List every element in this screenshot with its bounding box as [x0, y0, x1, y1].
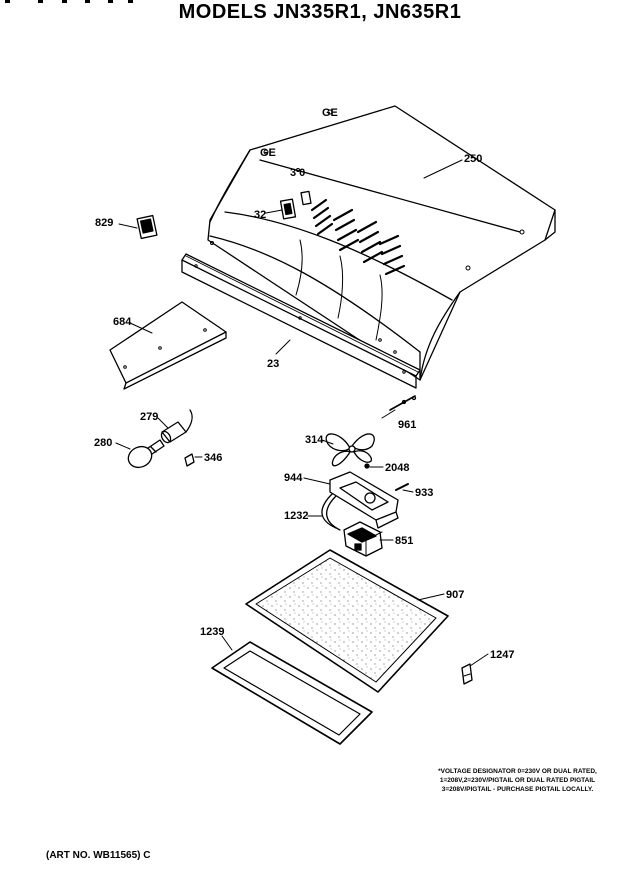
art-number: (ART NO. WB11565) C — [46, 850, 151, 861]
label-1247: 1247 — [490, 649, 514, 661]
fan-motor-851 — [343, 521, 383, 557]
label-23: 23 — [267, 358, 279, 370]
clip-1247 — [461, 663, 473, 685]
label-851: 851 — [395, 535, 413, 547]
lamp-socket-279 — [160, 409, 193, 444]
label-944: 944 — [284, 472, 303, 484]
wire-lead-1232 — [321, 493, 341, 531]
label-314: 314 — [305, 434, 324, 446]
label-2048: 2048 — [385, 462, 409, 474]
label-907: 907 — [446, 589, 464, 601]
cropped-header-marks — [5, 0, 133, 3]
svg-text:GE: GE — [322, 107, 338, 119]
motor-bracket-944 — [329, 471, 399, 529]
label-684: 684 — [113, 316, 132, 328]
switch-829 — [136, 214, 158, 240]
voltage-designator-note: *VOLTAGE DESIGNATOR 0=230V OR DUAL RATED… — [410, 767, 625, 794]
leader-lines — [115, 159, 489, 667]
part-961 — [389, 395, 417, 411]
label-250: 250 — [464, 153, 482, 165]
range-hood-housing: GE GE 3 0 — [207, 105, 556, 381]
label-280: 280 — [94, 437, 112, 449]
label-933: 933 — [415, 487, 433, 499]
label-346: 346 — [204, 452, 222, 464]
fan-blade-314 — [325, 433, 375, 467]
nut-2048 — [364, 463, 370, 469]
light-bulb-280 — [127, 439, 165, 469]
label-1232: 1232 — [284, 510, 308, 522]
grease-filter-907 — [245, 549, 449, 693]
note-line-1: *VOLTAGE DESIGNATOR 0=230V OR DUAL RATED… — [438, 768, 597, 775]
note-line-2: 1=208V,2=230V/PIGTAIL OR DUAL RATED PIGT… — [439, 777, 596, 784]
filter-frame-1239 — [211, 641, 373, 745]
panel-684 — [109, 301, 227, 390]
note-line-3: 3=208V/PIGTAIL - PURCHASE PIGTAIL LOCALL… — [441, 786, 594, 793]
label-1239: 1239 — [200, 626, 224, 638]
svg-text:GE: GE — [260, 147, 276, 159]
trim-strip — [181, 253, 421, 389]
label-829: 829 — [95, 217, 113, 229]
clip-346 — [184, 453, 195, 467]
page-title: MODELS JN335R1, JN635R1 — [178, 1, 462, 23]
label-279: 279 — [140, 411, 158, 423]
screw-933 — [395, 483, 409, 491]
label-961: 961 — [398, 419, 416, 431]
svg-text:3 0: 3 0 — [290, 167, 305, 179]
label-32: 32 — [254, 209, 266, 221]
